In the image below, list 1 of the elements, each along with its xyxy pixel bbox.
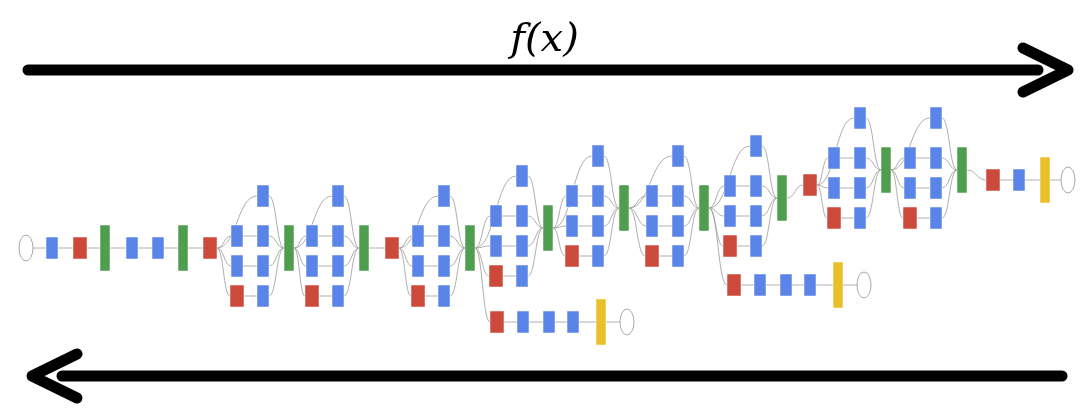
function-label: f(x): [510, 14, 579, 60]
